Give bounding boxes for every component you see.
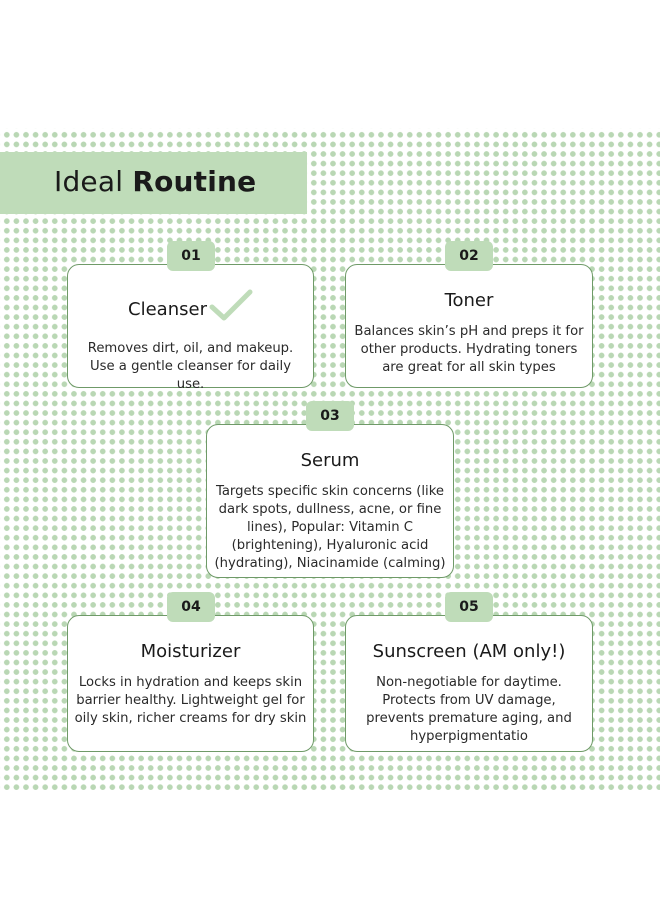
step-number-badge: 01 bbox=[167, 241, 215, 271]
step-description: Balances skin’s pH and preps it for othe… bbox=[354, 324, 584, 375]
step-title: Sunscreen (AM only!) bbox=[372, 641, 566, 662]
title-bold: Routine bbox=[132, 165, 257, 198]
step-title: Serum bbox=[300, 450, 360, 471]
step-description: Targets specific skin concerns (like dar… bbox=[214, 484, 446, 571]
step-number-badge: 02 bbox=[445, 241, 493, 271]
step-number-badge: 03 bbox=[306, 401, 354, 431]
step-card-sunscreen: Sunscreen (AM only!) Non-negotiable for … bbox=[345, 615, 593, 752]
step-number-badge: 04 bbox=[167, 592, 215, 622]
checkmark-icon bbox=[209, 289, 253, 330]
step-description: Removes dirt, oil, and makeup. Use a gen… bbox=[87, 341, 294, 392]
step-card-serum: Serum Targets specific skin concerns (li… bbox=[206, 424, 454, 578]
step-title: Cleanser bbox=[68, 289, 313, 330]
step-title: Toner bbox=[444, 290, 494, 311]
title-light: Ideal bbox=[54, 165, 124, 198]
page-title: Ideal Routine bbox=[54, 165, 256, 198]
step-card-cleanser: Cleanser Removes dirt, oil, and makeup. … bbox=[67, 264, 314, 392]
step-description: Locks in hydration and keeps skin barrie… bbox=[74, 675, 307, 726]
step-number-badge: 05 bbox=[445, 592, 493, 622]
header-banner: Ideal Routine bbox=[0, 152, 307, 214]
step-description: Non-negotiable for daytime. Protects fro… bbox=[366, 675, 572, 744]
step-card-toner: Toner Balances skin’s pH and preps it fo… bbox=[345, 264, 593, 388]
step-title: Moisturizer bbox=[140, 641, 241, 662]
step-card-moisturizer: Moisturizer Locks in hydration and keeps… bbox=[67, 615, 314, 752]
